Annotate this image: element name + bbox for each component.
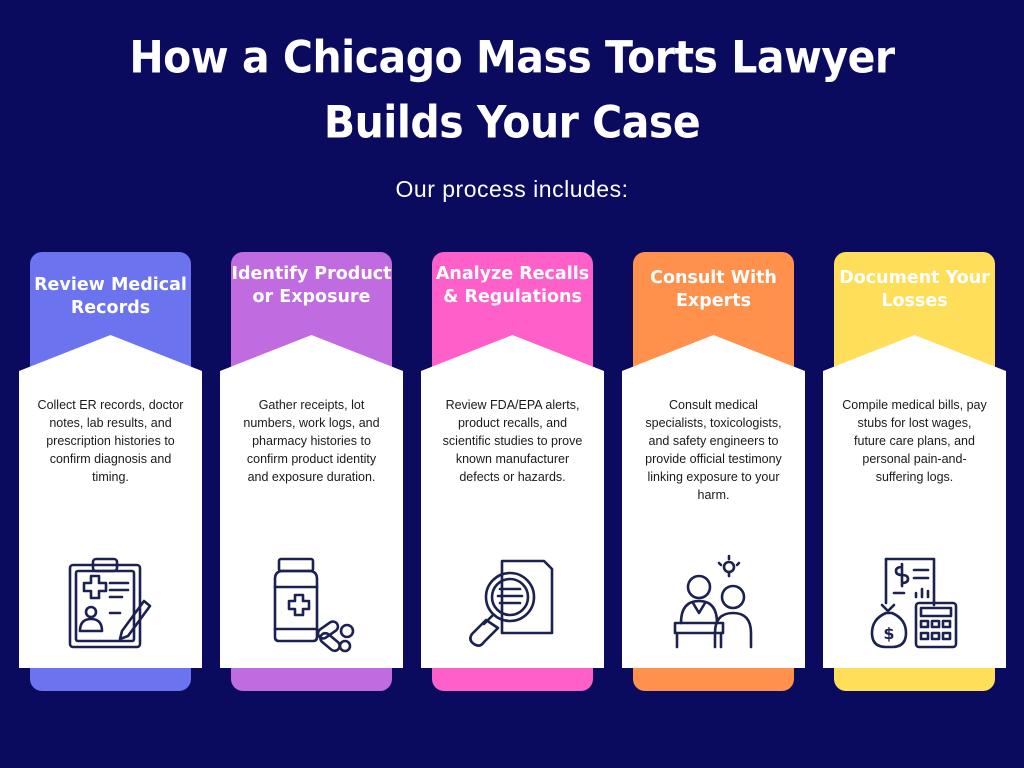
step-description: Consult medical specialists, toxicologis… xyxy=(645,398,782,502)
title-line-1: How a Chicago Mass Torts Lawyer xyxy=(129,31,895,84)
medical-record-icon xyxy=(68,557,152,649)
step-panel-4: Consult medical specialists, toxicologis… xyxy=(622,335,805,668)
medicine-bottle-icon xyxy=(273,557,355,653)
step-title: Document Your Losses xyxy=(839,268,990,311)
step-panel-2: Gather receipts, lot numbers, work logs,… xyxy=(220,335,403,668)
title-line-2: Builds Your Case xyxy=(323,96,701,149)
step-title: Identify Product or Exposure xyxy=(231,264,392,307)
experts-icon xyxy=(673,554,753,649)
financial-losses-icon: $ xyxy=(870,557,958,649)
magnifier-document-icon xyxy=(469,559,554,647)
step-title: Review Medical Records xyxy=(34,275,187,318)
step-description: Compile medical bills, pay stubs for los… xyxy=(842,398,987,484)
page-title: How a Chicago Mass Torts Lawyer Builds Y… xyxy=(0,25,1024,155)
step-title: Analyze Recalls & Regulations xyxy=(435,264,590,307)
step-description: Review FDA/EPA alerts, product recalls, … xyxy=(442,398,583,484)
step-description: Gather receipts, lot numbers, work logs,… xyxy=(243,398,380,484)
svg-text:$: $ xyxy=(883,624,894,643)
step-title: Consult With Experts xyxy=(650,268,777,311)
step-panel-3: Review FDA/EPA alerts, product recalls, … xyxy=(421,335,604,668)
step-panel-1: Collect ER records, doctor notes, lab re… xyxy=(19,335,202,668)
step-description: Collect ER records, doctor notes, lab re… xyxy=(37,398,184,484)
step-panel-5: Compile medical bills, pay stubs for los… xyxy=(823,335,1006,668)
subtitle: Our process includes: xyxy=(395,176,629,202)
